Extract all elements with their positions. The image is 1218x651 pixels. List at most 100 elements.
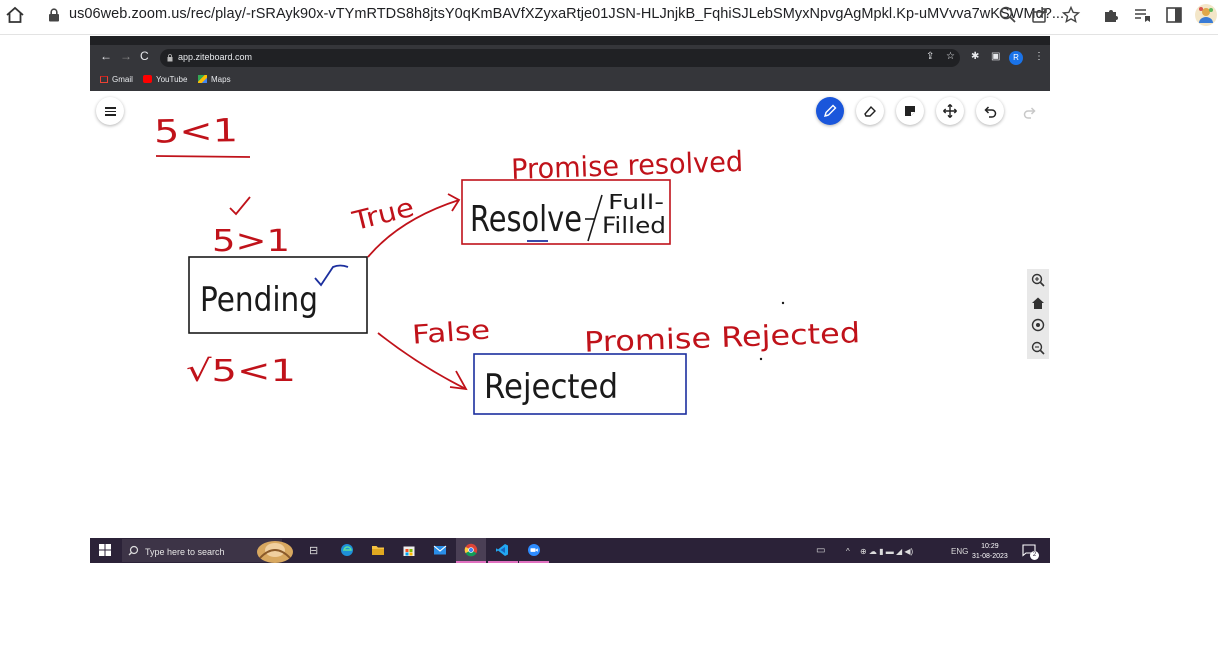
caption-promise-rejected: Promise Rejected [584,316,861,359]
share-icon[interactable] [1030,5,1050,25]
note-condition-true: 5>1 [212,224,290,259]
back-arrow-icon[interactable]: ← [100,49,112,63]
microsoft-store-icon[interactable] [402,543,416,557]
zoom-in-icon[interactable] [1030,272,1046,288]
edge-browser-icon[interactable] [340,543,354,557]
youtube-icon [143,75,152,83]
pending-state-label: Pending [200,280,318,320]
maps-icon [198,75,207,83]
fullfilled-label-bottom: Filled [602,214,666,239]
inner-omnibox[interactable] [160,49,960,67]
taskbar-search-box[interactable] [122,539,282,562]
fullfilled-label-top: Full- [608,190,664,214]
mail-icon[interactable] [433,543,447,557]
system-clock[interactable]: 10:29 31-08-2023 [972,542,1008,562]
bookmark-maps[interactable]: Maps [198,75,231,84]
battery-saver-icon[interactable]: ▭ [816,545,826,556]
bookmark-youtube[interactable]: YouTube [143,75,187,84]
home-view-icon[interactable] [1030,295,1046,311]
zoom-app-icon [528,544,540,556]
note-condition-top: 5<1 [154,111,239,150]
notification-count-badge: 2 [1030,551,1039,560]
dot-mark [781,301,785,305]
inner-url[interactable]: app.ziteboard.com [178,52,253,62]
taskbar-search-placeholder: Type here to search [145,547,225,557]
zoom-app-taskbar-slot[interactable] [519,538,549,563]
dot-mark [759,357,763,361]
move-tool-button[interactable] [936,97,964,125]
whiteboard-canvas[interactable]: 5<1 5>1 Pending √5<1 True Promise resolv… [90,91,1050,538]
clock-time: 10:29 [981,543,999,550]
browser-toolbar: us06web.zoom.us/rec/play/-rSRAyk90x-vTYm… [0,0,1218,32]
undo-button[interactable] [976,97,1004,125]
arrowhead-rejected [449,370,468,391]
bookmark-gmail[interactable]: Gmail [100,75,133,84]
underline-stroke [155,155,251,158]
zoom-out-icon[interactable] [1030,340,1046,356]
sticky-note-tool-button[interactable] [896,97,924,125]
language-indicator[interactable]: ENG [951,547,969,556]
toolbar-divider [0,34,1218,35]
search-highlight-illustration [257,541,293,563]
inner-star-icon[interactable]: ☆ [946,51,955,62]
redo-icon[interactable] [1022,104,1038,120]
bookmark-star-icon[interactable] [1061,5,1081,25]
inner-extensions-icon[interactable]: ✱ [971,51,980,62]
bookmarks-bar: Gmail YouTube Maps [90,71,1050,91]
rejected-state-box [473,353,687,415]
file-explorer-icon[interactable] [371,543,385,557]
check-mark-blue [314,264,349,287]
gmail-icon [100,76,108,83]
lock-icon[interactable] [48,8,60,22]
task-view-icon[interactable]: ⊟ [309,545,319,557]
inner-address-bar: ← → C app.ziteboard.com ⇪ ☆ ✱ ▣ R ⋮ [90,45,1050,71]
note-label-true: True [349,193,418,237]
windows-start-icon[interactable] [98,543,112,557]
extensions-puzzle-icon[interactable] [1101,5,1121,25]
reading-list-icon[interactable] [1132,5,1152,25]
undo-icon [984,106,997,118]
vscode-icon [496,544,508,556]
note-condition-false: √5<1 [186,354,296,389]
eraser-icon [864,105,876,117]
home-icon[interactable] [4,4,26,26]
inner-tab-strip [90,36,1050,45]
slash-stroke [587,194,603,242]
check-mark-true [229,196,251,216]
show-hidden-icons-chevron[interactable]: ^ [846,547,850,556]
side-panel-icon[interactable] [1164,5,1184,25]
drawing-layer: 5<1 5>1 Pending √5<1 True Promise resolv… [154,111,861,415]
recorded-screen: ← → C app.ziteboard.com ⇪ ☆ ✱ ▣ R ⋮ Gmai… [90,36,1050,563]
clock-date: 31-08-2023 [972,553,1008,560]
sticky-note-icon [905,106,915,116]
eraser-tool-button[interactable] [856,97,884,125]
windows-taskbar: Type here to search ⊟ ▭ ^ ⊕ ☁ ▮ [90,538,1050,563]
vscode-taskbar-slot[interactable] [488,538,518,563]
note-label-false: False [411,315,491,350]
inner-profile-avatar[interactable]: R [1009,51,1023,65]
move-arrows-icon [943,104,957,118]
zoom-controls [1027,269,1049,359]
tray-icons[interactable]: ⊕ ☁ ▮ ▬ ◢ ◀) [860,547,914,556]
hamburger-menu-button[interactable] [96,97,124,125]
resolve-state-label: Resolve [470,199,582,240]
forward-arrow-icon[interactable]: → [120,49,132,63]
caption-promise-resolved: Promise resolved [511,145,744,186]
inner-menu-kebab-icon[interactable]: ⋮ [1034,51,1044,62]
profile-avatar[interactable] [1194,3,1218,27]
arrow-to-rejected [377,332,467,390]
chrome-icon [464,543,478,557]
arrow-to-resolve [367,199,460,258]
pen-tool-button[interactable] [816,97,844,125]
address-bar-url[interactable]: us06web.zoom.us/rec/play/-rSRAyk90x-vTYm… [69,6,1065,22]
inner-share-icon[interactable]: ⇪ [926,51,935,62]
pen-icon [823,104,837,118]
pending-state-box [188,256,368,334]
zoom-icon[interactable] [998,5,1018,25]
resolve-state-box [461,179,671,245]
center-target-icon[interactable] [1030,317,1046,333]
reload-icon[interactable]: C [140,49,149,63]
inner-side-panel-icon[interactable]: ▣ [991,51,1001,62]
arrowhead-resolve [447,193,461,212]
inner-lock-icon [167,54,173,62]
